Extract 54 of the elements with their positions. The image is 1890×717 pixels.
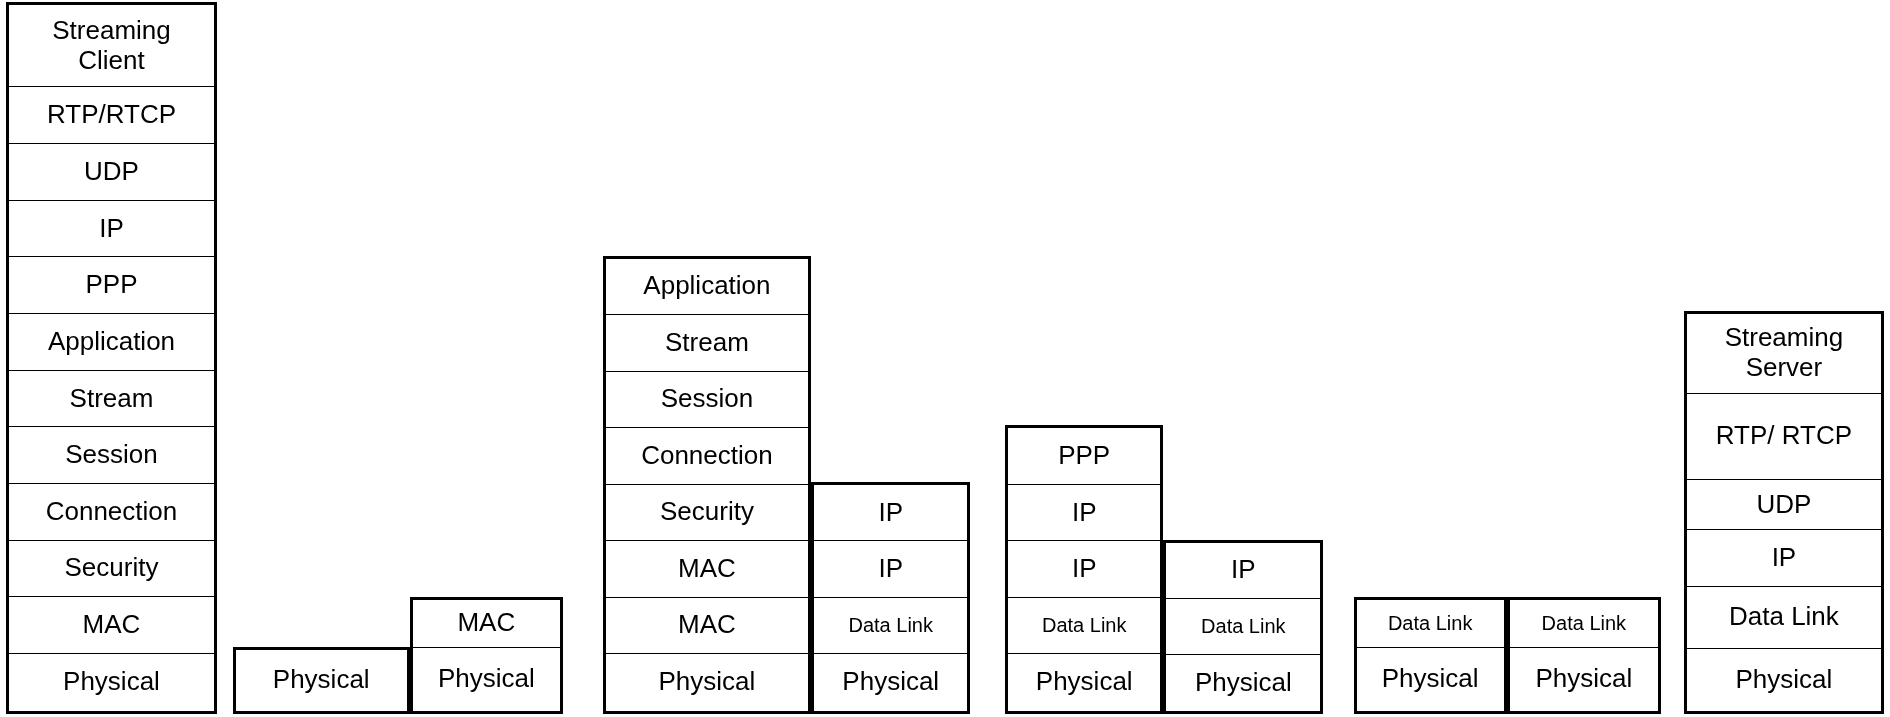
- protocol-layer: RTP/ RTCP: [1686, 393, 1881, 481]
- protocol-layer: Physical: [605, 654, 809, 711]
- protocol-layer: Data Link: [1509, 599, 1658, 648]
- protocol-layer: Physical: [1509, 647, 1658, 711]
- protocol-layer: Streaming Client: [9, 5, 214, 88]
- protocol-layer: Physical: [1686, 648, 1881, 711]
- protocol-stack: [1683, 310, 1884, 714]
- protocol-layer: PPP: [9, 257, 214, 314]
- protocol-layer: MAC: [605, 597, 809, 655]
- protocol-layer: Data Link: [1166, 598, 1321, 655]
- protocol-layer: Connection: [605, 428, 809, 485]
- protocol-layer: Stream: [605, 315, 809, 372]
- protocol-layer: Physical: [1008, 654, 1161, 711]
- protocol-layer: Physical: [9, 653, 214, 711]
- protocol-layer: Session: [605, 371, 809, 429]
- protocol-layer: Connection: [9, 483, 214, 541]
- protocol-layer: UDP: [9, 144, 214, 201]
- protocol-stack: [1163, 540, 1324, 714]
- protocol-layer: Data Link: [814, 597, 968, 655]
- protocol-layer: RTP/RTCP: [9, 87, 214, 144]
- protocol-layer: Physical: [235, 650, 407, 711]
- protocol-layer: Data Link: [1008, 597, 1161, 655]
- protocol-layer: MAC: [412, 599, 560, 648]
- protocol-layer: Security: [605, 484, 809, 542]
- protocol-layer: Physical: [412, 647, 560, 711]
- protocol-stack: [1005, 425, 1164, 714]
- protocol-layer: UDP: [1686, 480, 1881, 531]
- protocol-stack: [1353, 596, 1507, 714]
- protocol-layer: IP: [1686, 530, 1881, 588]
- protocol-layer: Application: [605, 258, 809, 316]
- protocol-layer: IP: [9, 200, 214, 258]
- protocol-layer: MAC: [605, 541, 809, 598]
- protocol-layer: IP: [814, 485, 968, 542]
- protocol-stack: [602, 255, 812, 714]
- protocol-layer: IP: [1166, 543, 1321, 599]
- protocol-stack: [409, 596, 563, 714]
- protocol-layer: MAC: [9, 597, 214, 654]
- protocol-layer: IP: [1008, 541, 1161, 598]
- protocol-layer: Physical: [814, 654, 968, 711]
- protocol-layer: Data Link: [1686, 587, 1881, 649]
- protocol-layer: Physical: [1166, 654, 1321, 711]
- protocol-layer: Physical: [1356, 647, 1504, 711]
- protocol-layer: Streaming Server: [1686, 313, 1881, 394]
- protocol-layer: IP: [1008, 484, 1161, 542]
- protocol-layer: Data Link: [1356, 599, 1504, 648]
- protocol-layer: IP: [814, 541, 968, 598]
- protocol-layer: Application: [9, 314, 214, 371]
- protocol-layer: PPP: [1008, 428, 1161, 485]
- protocol-stack: [1506, 596, 1661, 714]
- protocol-layer: Security: [9, 540, 214, 598]
- protocol-layer: Session: [9, 427, 214, 484]
- protocol-layer: Stream: [9, 370, 214, 428]
- protocol-stack: [6, 2, 217, 714]
- protocol-stack: [811, 482, 971, 714]
